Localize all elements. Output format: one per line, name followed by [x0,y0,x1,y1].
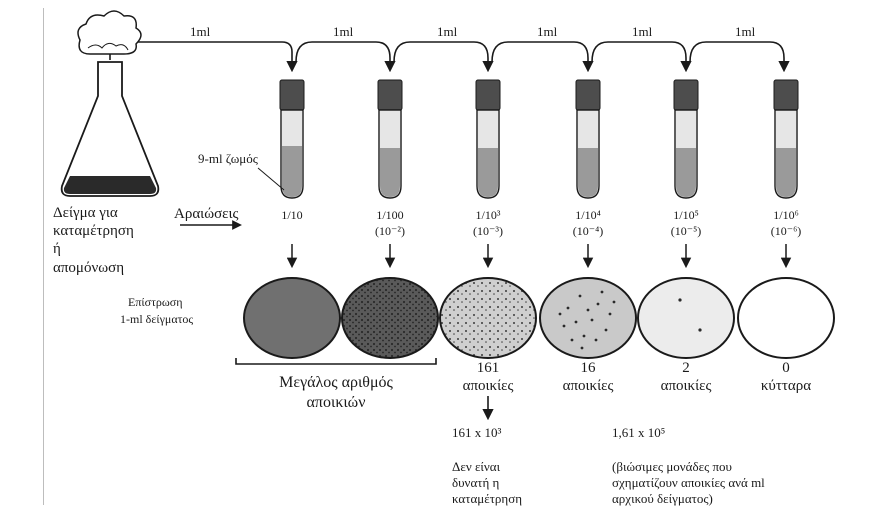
colony-unit-5: αποικίες [636,379,736,394]
transfer-arrow-2 [296,42,390,70]
colony-count-6: 0 [736,361,836,376]
dilution-label-5: 1/10⁵ [646,209,726,221]
calc-right-note-3: αρχικού δείγματος) [612,492,713,505]
plate-6 [738,278,834,358]
transfer-arrow-4 [492,42,588,70]
calc-right-value: 1,61 x 10⁵ [612,426,665,439]
flask-icon [62,11,159,196]
transfer-label-3: 1ml [437,25,457,38]
broth-pointer [258,168,284,190]
plate-1 [244,278,340,358]
many-colonies-label-2: αποικιών [256,395,416,411]
many-colonies-label-1: Μεγάλος αριθμός [256,375,416,391]
transfer-arrows [110,42,784,70]
calc-right-note-2: σχηματίζουν αποικίες ανά ml [612,476,765,489]
transfer-arrow-1 [110,42,292,70]
calc-left-note-3: καταμέτρηση [452,492,522,505]
dilution-label-3: 1/10³ [448,209,528,221]
dilution-label-1: 1/10 [252,209,332,221]
transfer-arrow-5 [592,42,686,70]
tube-6 [774,80,798,198]
colony-unit-3: αποικίες [438,379,538,394]
colony-unit-6: κύτταρα [736,379,836,394]
plate-5 [638,278,734,358]
exponent-label-5: (10⁻⁵) [646,225,726,237]
plate-4 [540,278,636,358]
tube-2 [378,80,402,198]
flask-label-3: ή [53,242,61,257]
colony-count-3: 161 [438,361,538,376]
transfer-arrow-3 [394,42,488,70]
flask-label-1: Δείγμα για [53,206,118,221]
plate-2 [342,278,438,358]
transfer-label-2: 1ml [333,25,353,38]
plate-3 [440,278,536,358]
tube-4 [576,80,600,198]
flask-label-2: καταμέτρηση [53,224,134,239]
colony-count-4: 16 [538,361,638,376]
tube-3 [476,80,500,198]
exponent-label-2: (10⁻²) [350,225,430,237]
calc-left-note-1: Δεν είναι [452,460,500,473]
plating-label-1: Επίστρωση [128,296,183,308]
tubes [280,80,798,198]
dilution-label-4: 1/10⁴ [548,209,628,221]
exponent-label-3: (10⁻³) [448,225,528,237]
dilutions-label: Αραιώσεις [174,207,238,222]
tube-1 [280,80,304,198]
colony-unit-4: αποικίες [538,379,638,394]
exponent-label-6: (10⁻⁶) [746,225,826,237]
transfer-label-1: 1ml [190,25,210,38]
broth-label: 9-ml ζωμός [198,152,258,165]
transfer-label-6: 1ml [735,25,755,38]
transfer-label-5: 1ml [632,25,652,38]
many-colonies-bracket [236,358,436,364]
transfer-label-4: 1ml [537,25,557,38]
calc-left-note-2: δυνατή η [452,476,499,489]
calc-left-value: 161 x 10³ [452,426,501,439]
plates [244,278,834,358]
colony-count-5: 2 [636,361,736,376]
calc-right-note-1: (βιώσιμες μονάδες που [612,460,732,473]
down-arrows [292,244,786,266]
dilution-label-2: 1/100 [350,209,430,221]
transfer-arrow-6 [690,42,784,70]
tube-5 [674,80,698,198]
flask-label-4: απομόνωση [53,261,124,276]
exponent-label-4: (10⁻⁴) [548,225,628,237]
plating-label-2: 1-ml δείγματος [120,313,193,325]
dilution-label-6: 1/10⁶ [746,209,826,221]
